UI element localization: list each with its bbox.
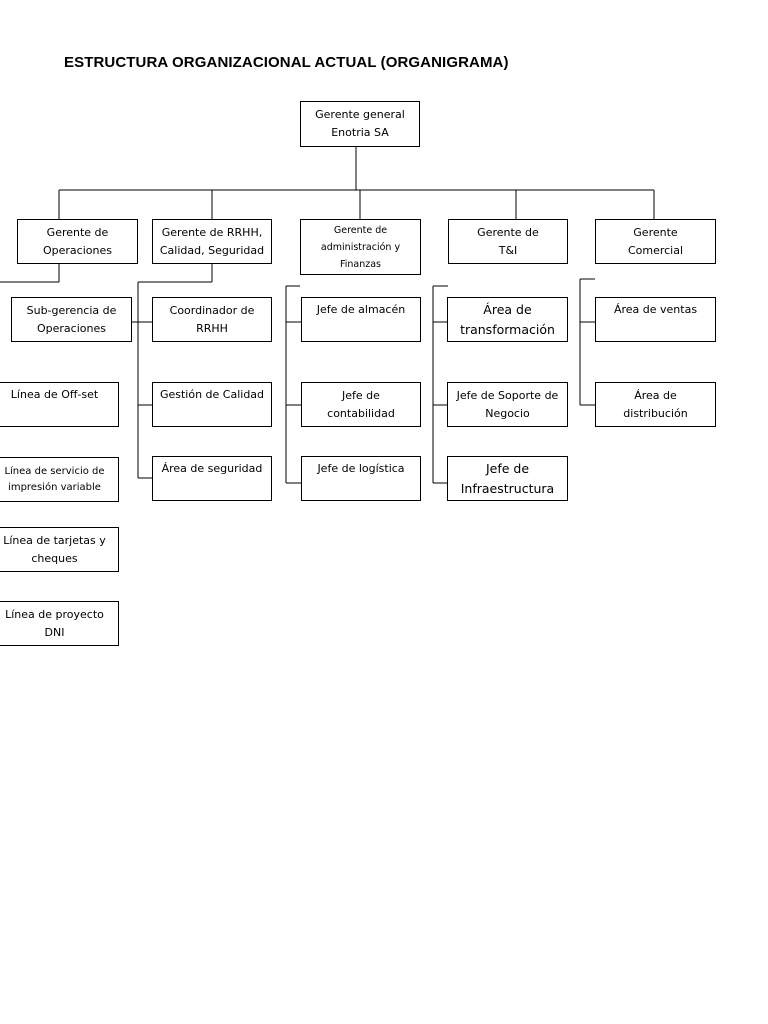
node-linea-tarjetas-cheques: Línea de tarjetas y cheques — [0, 527, 119, 572]
node-jefe-soporte-negocio: Jefe de Soporte de Negocio — [447, 382, 568, 427]
node-linea-proyecto-dni: Línea de proyecto DNI — [0, 601, 119, 646]
node-gestion-calidad: Gestión de Calidad — [152, 382, 272, 427]
node-coordinador-rrhh: Coordinador de RRHH — [152, 297, 272, 342]
node-gerente-administracion: Gerente de administración y Finanzas — [300, 219, 421, 275]
node-gerente-operaciones: Gerente de Operaciones — [17, 219, 138, 264]
node-area-distribucion: Área de distribución — [595, 382, 716, 427]
node-sub-gerencia-operaciones: Sub-gerencia de Operaciones — [11, 297, 132, 342]
node-jefe-contabilidad: Jefe de contabilidad — [301, 382, 421, 427]
node-linea-impresion-variable: Línea de servicio de impresión variable — [0, 457, 119, 502]
node-gerente-comercial: Gerente Comercial — [595, 219, 716, 264]
node-gerente-general: Gerente general Enotria SA — [300, 101, 420, 147]
node-area-ventas: Área de ventas — [595, 297, 716, 342]
node-area-seguridad: Área de seguridad — [152, 456, 272, 501]
page-title: ESTRUCTURA ORGANIZACIONAL ACTUAL (ORGANI… — [64, 54, 509, 71]
node-jefe-infraestructura: Jefe de Infraestructura — [447, 456, 568, 501]
node-jefe-logistica: Jefe de logística — [301, 456, 421, 501]
node-gerente-ti: Gerente de T&I — [448, 219, 568, 264]
node-area-transformacion: Área de transformación — [447, 297, 568, 342]
node-jefe-almacen: Jefe de almacén — [301, 297, 421, 342]
node-gerente-rrhh: Gerente de RRHH, Calidad, Seguridad — [152, 219, 272, 264]
node-linea-offset: Línea de Off-set — [0, 382, 119, 427]
